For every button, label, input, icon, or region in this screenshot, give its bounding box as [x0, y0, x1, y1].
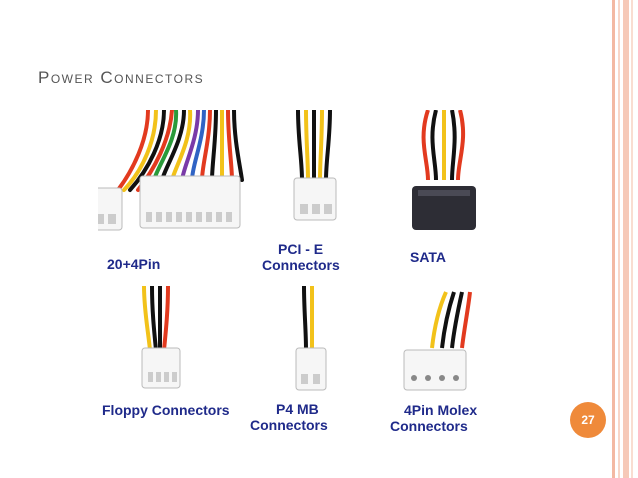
decorative-stripe: [631, 0, 633, 478]
connector-label-line: 4Pin Molex: [404, 402, 478, 418]
connector-label-molex: 4Pin Molex Connectors: [390, 402, 477, 434]
floppy-connector-icon: [141, 285, 181, 389]
connector-label-p4-mb: P4 MB Connectors: [250, 401, 328, 433]
decorative-stripe: [623, 0, 629, 478]
pcie-connector-icon: [293, 110, 337, 221]
connector-label-sata: SATA: [410, 249, 447, 265]
connector-label-line: Connectors: [250, 417, 328, 433]
decorative-stripe: [612, 0, 615, 478]
connector-label-line: Connectors: [262, 257, 340, 273]
24-pin-atx-connector-icon: [98, 110, 244, 231]
connectors-photo: [98, 110, 476, 391]
slide-title: Power Connectors: [38, 68, 205, 87]
connector-label-line: P4 MB: [276, 401, 319, 417]
page-number-badge: 27: [570, 402, 606, 438]
sata-connector-icon: [412, 110, 476, 230]
connector-label-pcie: PCI - E Connectors: [262, 241, 340, 273]
connector-label-floppy: Floppy Connectors: [102, 402, 230, 418]
decorative-stripe: [618, 0, 620, 478]
molex-connector-icon: [403, 291, 472, 391]
connector-label-20-4pin: 20+4Pin: [107, 256, 161, 272]
connector-label-line: Connectors: [390, 418, 468, 434]
p4-connector-icon: [295, 285, 327, 391]
connector-label-line: PCI - E: [278, 241, 324, 257]
